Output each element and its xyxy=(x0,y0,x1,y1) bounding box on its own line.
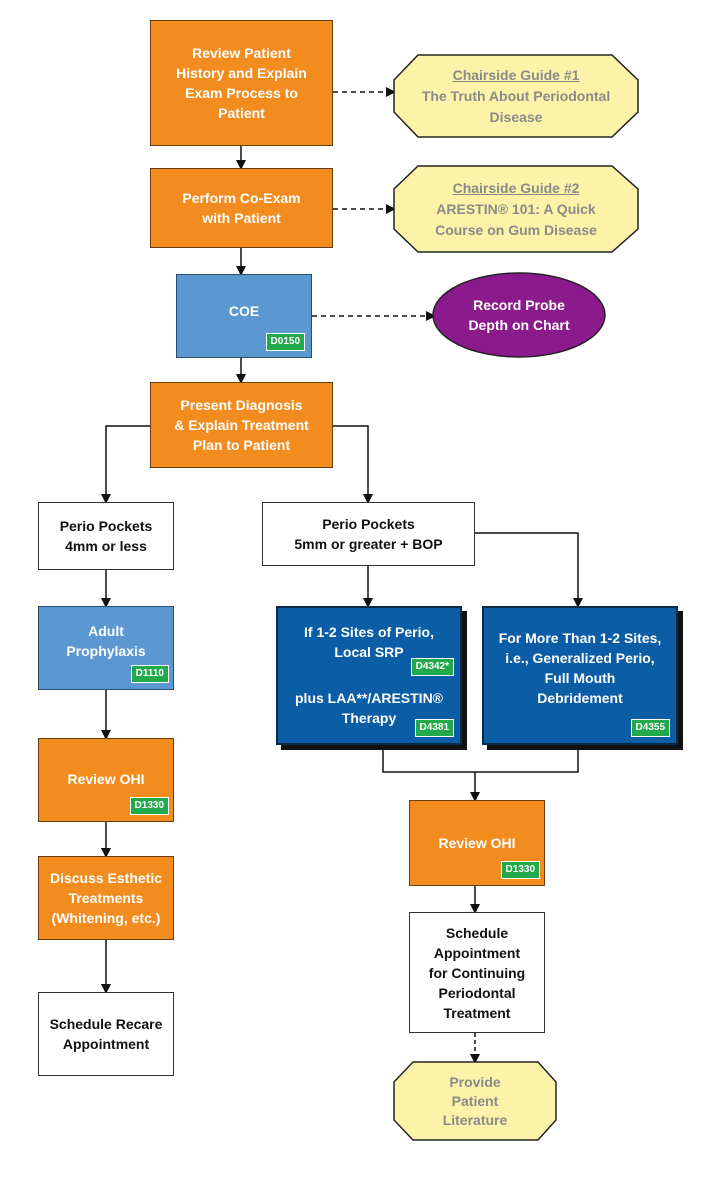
pockets-5mm-line-1: Perio Pockets xyxy=(322,516,415,532)
schedule-continuing-line-4: Periodontal xyxy=(438,984,516,1001)
record-probe-text: Record Probe Depth on Chart xyxy=(433,273,605,357)
local-srp-line-3: plus LAA**/ARESTIN® xyxy=(295,690,443,706)
arestin-code-badge: D4381 xyxy=(414,719,454,737)
coe-code-badge: D0150 xyxy=(265,333,305,351)
present-diagnosis-line-3: Plan to Patient xyxy=(192,437,291,453)
guide2-octagon xyxy=(393,165,639,253)
full-mouth-debridement-box: For More Than 1-2 Sites, i.e., Generaliz… xyxy=(482,606,678,745)
literature-octagon xyxy=(393,1061,557,1141)
co-exam-line-2: with Patient xyxy=(202,210,281,226)
present-diagnosis-line-2: & Explain Treatment xyxy=(174,417,309,433)
coe-box: COE D0150 xyxy=(176,274,312,358)
schedule-recare-box: Schedule Recare Appointment xyxy=(38,992,174,1076)
full-mouth-line-2: i.e., Generalized Perio, xyxy=(505,650,655,666)
co-exam-box: Perform Co-Exam with Patient xyxy=(150,168,333,248)
guide1-octagon xyxy=(393,54,639,138)
discuss-esthetic-line-2: Treatments xyxy=(68,890,144,906)
full-mouth-line-3: Full Mouth xyxy=(544,670,616,686)
co-exam-line-1: Perform Co-Exam xyxy=(182,190,301,206)
provide-literature-text: Provide Patient Literature xyxy=(394,1062,556,1140)
full-mouth-line-4: Debridement xyxy=(537,690,623,706)
discuss-esthetic-line-3: (Whitening, etc.) xyxy=(51,910,161,926)
local-srp-line-1: If 1-2 Sites of Perio, xyxy=(304,624,434,640)
connector-5mm-to-debridement xyxy=(475,532,583,608)
schedule-continuing-line-1: Schedule xyxy=(445,924,509,941)
adult-prophylaxis-line-1: Adult xyxy=(88,623,124,639)
discuss-esthetic-line-1: Discuss Esthetic xyxy=(49,870,163,886)
guide2-title: Chairside Guide #2 xyxy=(452,179,580,196)
guide2-line-2: Course on Gum Disease xyxy=(435,221,597,238)
local-srp-line-4: Therapy xyxy=(341,710,397,726)
review-ohi-left-code-badge: D1330 xyxy=(129,797,169,815)
schedule-recare-line-2: Appointment xyxy=(62,1036,150,1052)
review-history-line-1: Review Patient xyxy=(192,45,291,61)
schedule-continuing-box: Schedule Appointment for Continuing Peri… xyxy=(409,912,545,1033)
review-ohi-left-box: Review OHI D1330 xyxy=(38,738,174,822)
discuss-esthetic-box: Discuss Esthetic Treatments (Whitening, … xyxy=(38,856,174,940)
pockets-4mm-line-1: Perio Pockets xyxy=(59,518,153,534)
review-history-box: Review Patient History and Explain Exam … xyxy=(150,20,333,146)
guide1-text: Chairside Guide #1 The Truth About Perio… xyxy=(394,55,638,137)
review-history-line-4: Patient xyxy=(218,105,265,121)
review-ohi-right-label: Review OHI xyxy=(438,835,516,851)
guide1-line-2: Disease xyxy=(489,108,543,125)
pockets-4mm-box: Perio Pockets 4mm or less xyxy=(38,502,174,570)
schedule-continuing-line-5: Treatment xyxy=(443,1004,511,1021)
provide-literature-line-2: Patient xyxy=(451,1092,499,1109)
guide2-text: Chairside Guide #2 ARESTIN® 101: A Quick… xyxy=(394,166,638,252)
connector-merge xyxy=(382,745,579,773)
full-mouth-code-badge: D4355 xyxy=(630,719,670,737)
local-srp-box: If 1-2 Sites of Perio, Local SRP D4342* … xyxy=(276,606,462,745)
pockets-5mm-line-2: 5mm or greater + BOP xyxy=(294,536,443,552)
connector-diagnosis-to-4mm xyxy=(101,425,150,504)
full-mouth-line-1: For More Than 1-2 Sites, xyxy=(498,630,662,646)
record-probe-oval xyxy=(432,272,606,358)
review-ohi-left-label: Review OHI xyxy=(67,771,145,787)
pockets-5mm-box: Perio Pockets 5mm or greater + BOP xyxy=(262,502,475,566)
provide-literature-line-3: Literature xyxy=(442,1111,508,1128)
record-probe-line-1: Record Probe xyxy=(473,297,565,313)
coe-label: COE xyxy=(228,303,260,319)
review-history-line-2: History and Explain xyxy=(176,65,307,81)
present-diagnosis-line-1: Present Diagnosis xyxy=(180,397,303,413)
review-ohi-right-code-badge: D1330 xyxy=(500,861,540,879)
record-probe-line-2: Depth on Chart xyxy=(468,317,570,333)
adult-prophylaxis-code-badge: D1110 xyxy=(130,665,169,683)
guide1-line-1: The Truth About Periodontal xyxy=(421,87,611,104)
local-srp-line-2: Local SRP xyxy=(334,644,404,660)
local-srp-code-badge: D4342* xyxy=(410,658,454,676)
provide-literature-line-1: Provide xyxy=(449,1073,501,1090)
adult-prophylaxis-box: Adult Prophylaxis D1110 xyxy=(38,606,174,690)
guide2-line-1: ARESTIN® 101: A Quick xyxy=(436,200,596,217)
review-ohi-right-box: Review OHI D1330 xyxy=(409,800,545,886)
schedule-continuing-line-3: for Continuing xyxy=(428,964,526,981)
schedule-recare-line-1: Schedule Recare xyxy=(49,1016,163,1032)
present-diagnosis-box: Present Diagnosis & Explain Treatment Pl… xyxy=(150,382,333,468)
adult-prophylaxis-line-2: Prophylaxis xyxy=(66,643,146,659)
pockets-4mm-line-2: 4mm or less xyxy=(65,538,147,554)
schedule-continuing-line-2: Appointment xyxy=(433,944,521,961)
connector-diagnosis-to-5mm xyxy=(332,425,373,504)
guide1-title: Chairside Guide #1 xyxy=(452,66,580,83)
review-history-line-3: Exam Process to xyxy=(185,85,298,101)
